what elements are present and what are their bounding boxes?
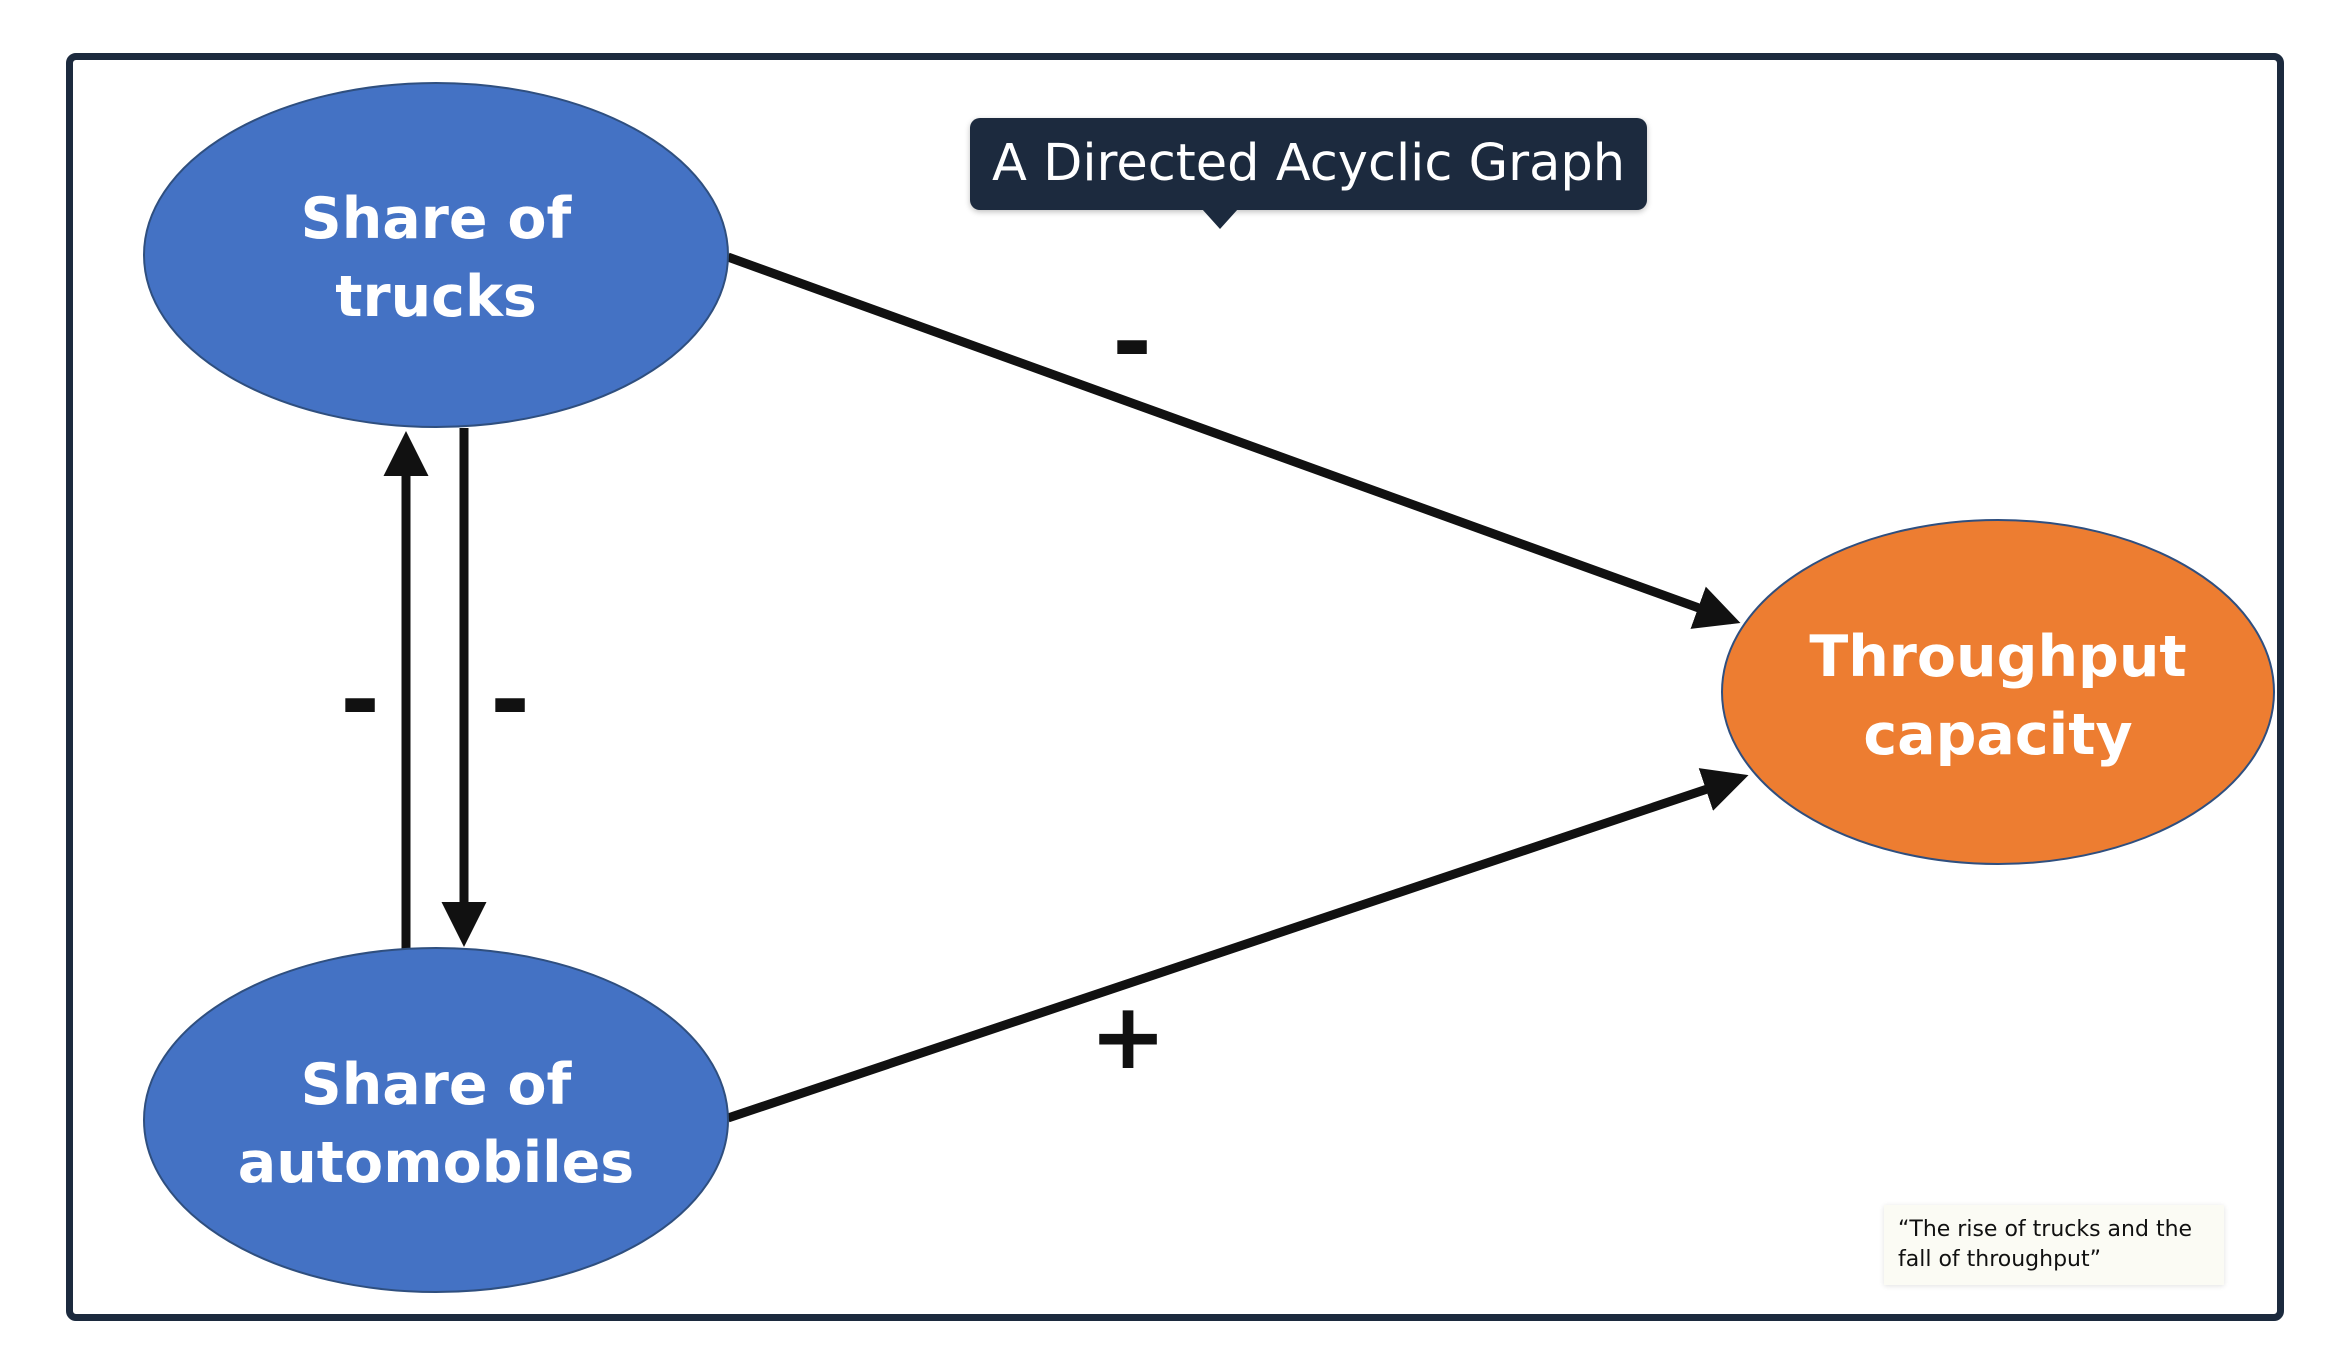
- node-throughput-capacity: Throughput capacity: [1721, 519, 2275, 865]
- node-ellipse: [143, 82, 729, 428]
- node-ellipse: [143, 947, 729, 1293]
- node-share-of-automobiles: Share of automobiles: [143, 947, 729, 1293]
- node-ellipse: [1721, 519, 2275, 865]
- node-label-line1: Throughput: [1809, 624, 2186, 690]
- node-share-of-trucks: Share of trucks: [143, 82, 729, 428]
- edge-sign-automobiles-trucks: -: [340, 644, 380, 756]
- node-label-line1: Share of: [301, 1052, 573, 1118]
- node-label-line2: capacity: [1863, 702, 2132, 768]
- edge-sign-trucks-throughput: -: [1112, 286, 1152, 398]
- node-label-line2: trucks: [335, 264, 537, 330]
- node-label-line2: automobiles: [238, 1130, 634, 1196]
- edge-sign-trucks-automobiles: -: [490, 644, 530, 756]
- edge-trucks-to-throughput: [726, 252, 1741, 629]
- edge-sign-automobiles-throughput: +: [1089, 983, 1166, 1090]
- node-label-line1: Share of: [301, 186, 573, 252]
- tooltip-pointer: [1202, 209, 1238, 229]
- caption-note: “The rise of trucks and the fall of thro…: [1884, 1205, 2224, 1285]
- diagram-title-tooltip: A Directed Acyclic Graph: [970, 118, 1648, 210]
- edge-automobiles-to-throughput: [726, 768, 1749, 1123]
